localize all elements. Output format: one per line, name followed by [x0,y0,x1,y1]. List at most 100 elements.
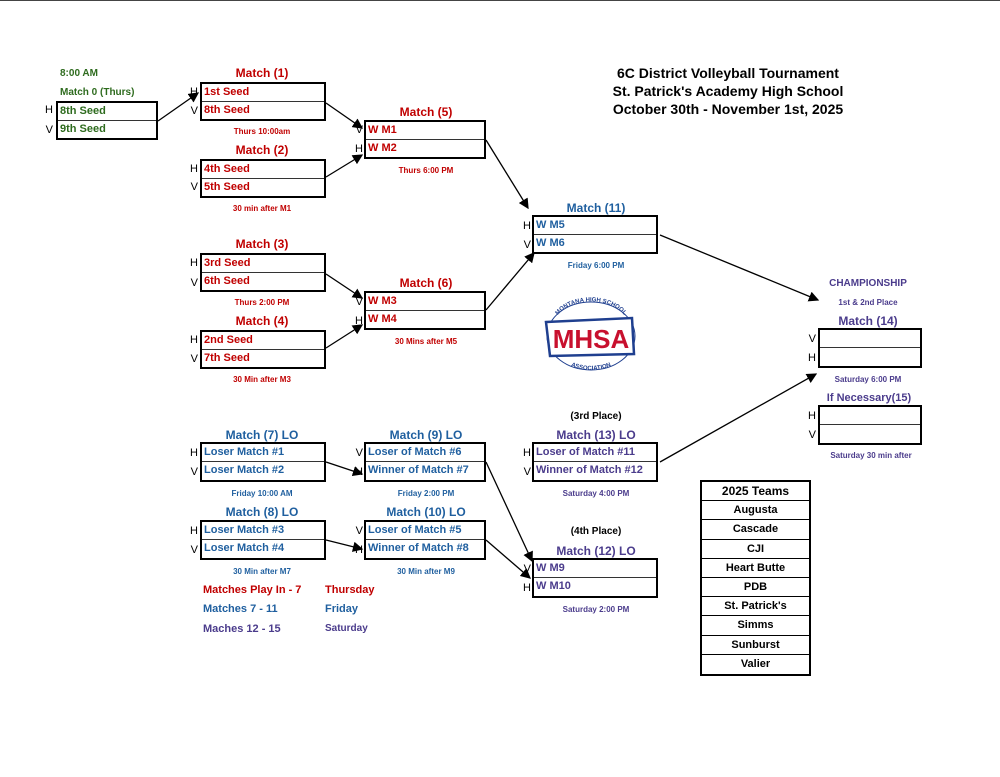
match4-h-marker: H [190,334,198,346]
match3-v-marker: V [190,277,198,289]
legend-saturday-range: Maches 12 - 15 [203,623,281,635]
match0-h-marker: H [45,104,53,116]
top-border-line [0,0,1000,1]
match3-title: Match (3) [235,237,289,251]
match9-title: Match (9) LO [389,428,463,442]
match0-v-marker: V [45,124,53,136]
match4-v-marker: V [190,353,198,365]
match6-bottom-team: W M4 [368,312,397,325]
match1-title: Match (1) [235,66,289,80]
match15-top-team [820,407,920,425]
match11-bottom-team: W M6 [536,236,565,249]
match10-note: 30 Min after M9 [397,567,455,576]
arrow-m11-to-m14 [659,234,820,302]
arrow-m0-to-m1 [157,92,200,122]
match2-v-marker: V [190,181,198,193]
team-row: Heart Butte [702,559,809,578]
match3-top-team: 3rd Seed [202,255,324,273]
match13-h-marker: H [523,447,531,459]
match8-top-team: Loser Match #3 [202,522,324,540]
match2-top-team: 4th Seed [202,161,324,179]
match3-note: Thurs 2:00 PM [234,298,290,307]
match8-h-marker: H [190,525,198,537]
match6-title: Match (6) [399,276,453,290]
match15-h-marker: H [808,410,816,422]
match2-box: 4th Seed 5th Seed [200,159,326,198]
match11-title: Match (11) [566,201,626,215]
match1-box: 1st Seed 8th Seed [200,82,326,121]
championship-heading: CHAMPIONSHIP [829,278,907,289]
match10-title: Match (10) LO [386,505,466,519]
match2-bottom-team: 5th Seed [204,180,250,193]
mhsa-logo: MONTANA HIGH SCHOOL MHSA ASSOCIATION [544,297,636,372]
arrow-m4-to-m6 [325,324,364,349]
match10-v-marker: V [355,525,363,537]
match14-v-marker: V [808,333,816,345]
match13-title: Match (13) LO [556,428,636,442]
match6-v-marker: V [355,296,363,308]
match5-title: Match (5) [399,105,453,119]
match11-v-marker: V [523,239,531,251]
arrow-m7-to-m9 [325,461,364,477]
match14-bottom-team [820,348,920,366]
match2-title: Match (2) [235,143,289,157]
match1-bottom-team: 8th Seed [204,103,250,116]
match2-h-marker: H [190,163,198,175]
arrow-m6-to-m11 [485,252,535,311]
title-line-3: October 30th - November 1st, 2025 [612,101,844,117]
legend-thursday-range: Matches Play In - 7 [203,584,302,596]
legend-friday-day: Friday [325,603,359,615]
match4-top-team: 2nd Seed [202,332,324,350]
championship-subheading: 1st & 2nd Place [838,298,898,307]
match0-home-team: 8th Seed [58,103,156,121]
match8-title: Match (8) LO [225,505,299,519]
match13-box: Loser of Match #11 Winner of Match #12 [532,442,658,482]
match10-top-team: Loser of Match #5 [366,522,484,540]
match8-box: Loser Match #3 Loser Match #4 [200,520,326,560]
match15-bottom-team [820,425,920,443]
match1-note: Thurs 10:00am [233,127,291,136]
legend-thursday-day: Thursday [325,584,375,596]
arrow-m2-to-m5 [325,154,364,178]
match8-note: 30 Min after M7 [233,567,291,576]
match6-top-team: W M3 [366,293,484,311]
match13-place: (3rd Place) [570,411,622,422]
team-row: Valier [740,657,771,670]
title-line-1: 6C District Volleyball Tournament [617,65,839,81]
match4-title: Match (4) [235,314,289,328]
match7-h-marker: H [190,447,198,459]
match8-v-marker: V [190,544,198,556]
arrow-m9-to-m12 [485,461,533,563]
match12-place: (4th Place) [570,526,622,537]
match13-top-team: Loser of Match #11 [534,444,656,462]
match15-title: If Necessary(15) [826,392,912,404]
match7-top-team: Loser Match #1 [202,444,324,462]
match5-box: W M1 W M2 [364,120,486,159]
arrow-m3-to-m6 [325,273,364,299]
match7-box: Loser Match #1 Loser Match #2 [200,442,326,482]
match3-box: 3rd Seed 6th Seed [200,253,326,292]
arrow-m5-to-m11 [485,139,529,210]
match0-time: 8:00 AM [60,68,98,79]
match8-bottom-team: Loser Match #4 [204,542,285,554]
match13-v-marker: V [523,466,531,478]
match5-v-marker: V [355,124,363,136]
match15-box [818,405,922,445]
match9-h-marker: H [355,466,363,478]
match11-note: Friday 6:00 PM [567,261,625,270]
match12-note: Saturday 2:00 PM [562,605,630,614]
team-row: PDB [702,578,809,598]
match12-box: W M9 W M10 [532,558,658,598]
match12-bottom-team: W M10 [536,580,571,592]
match12-h-marker: H [523,582,531,594]
match0-box: 8th Seed 9th Seed [56,101,158,140]
title-line-2: St. Patrick's Academy High School [612,83,844,99]
match5-bottom-team: W M2 [368,141,397,154]
match14-box [818,328,922,368]
match11-top-team: W M5 [534,217,656,235]
match9-top-team: Loser of Match #6 [366,444,484,462]
team-row: CJI [702,540,809,559]
match13-bottom-team: Winner of Match #12 [536,464,643,476]
logo-arc-bottom: ASSOCIATION [570,362,612,372]
